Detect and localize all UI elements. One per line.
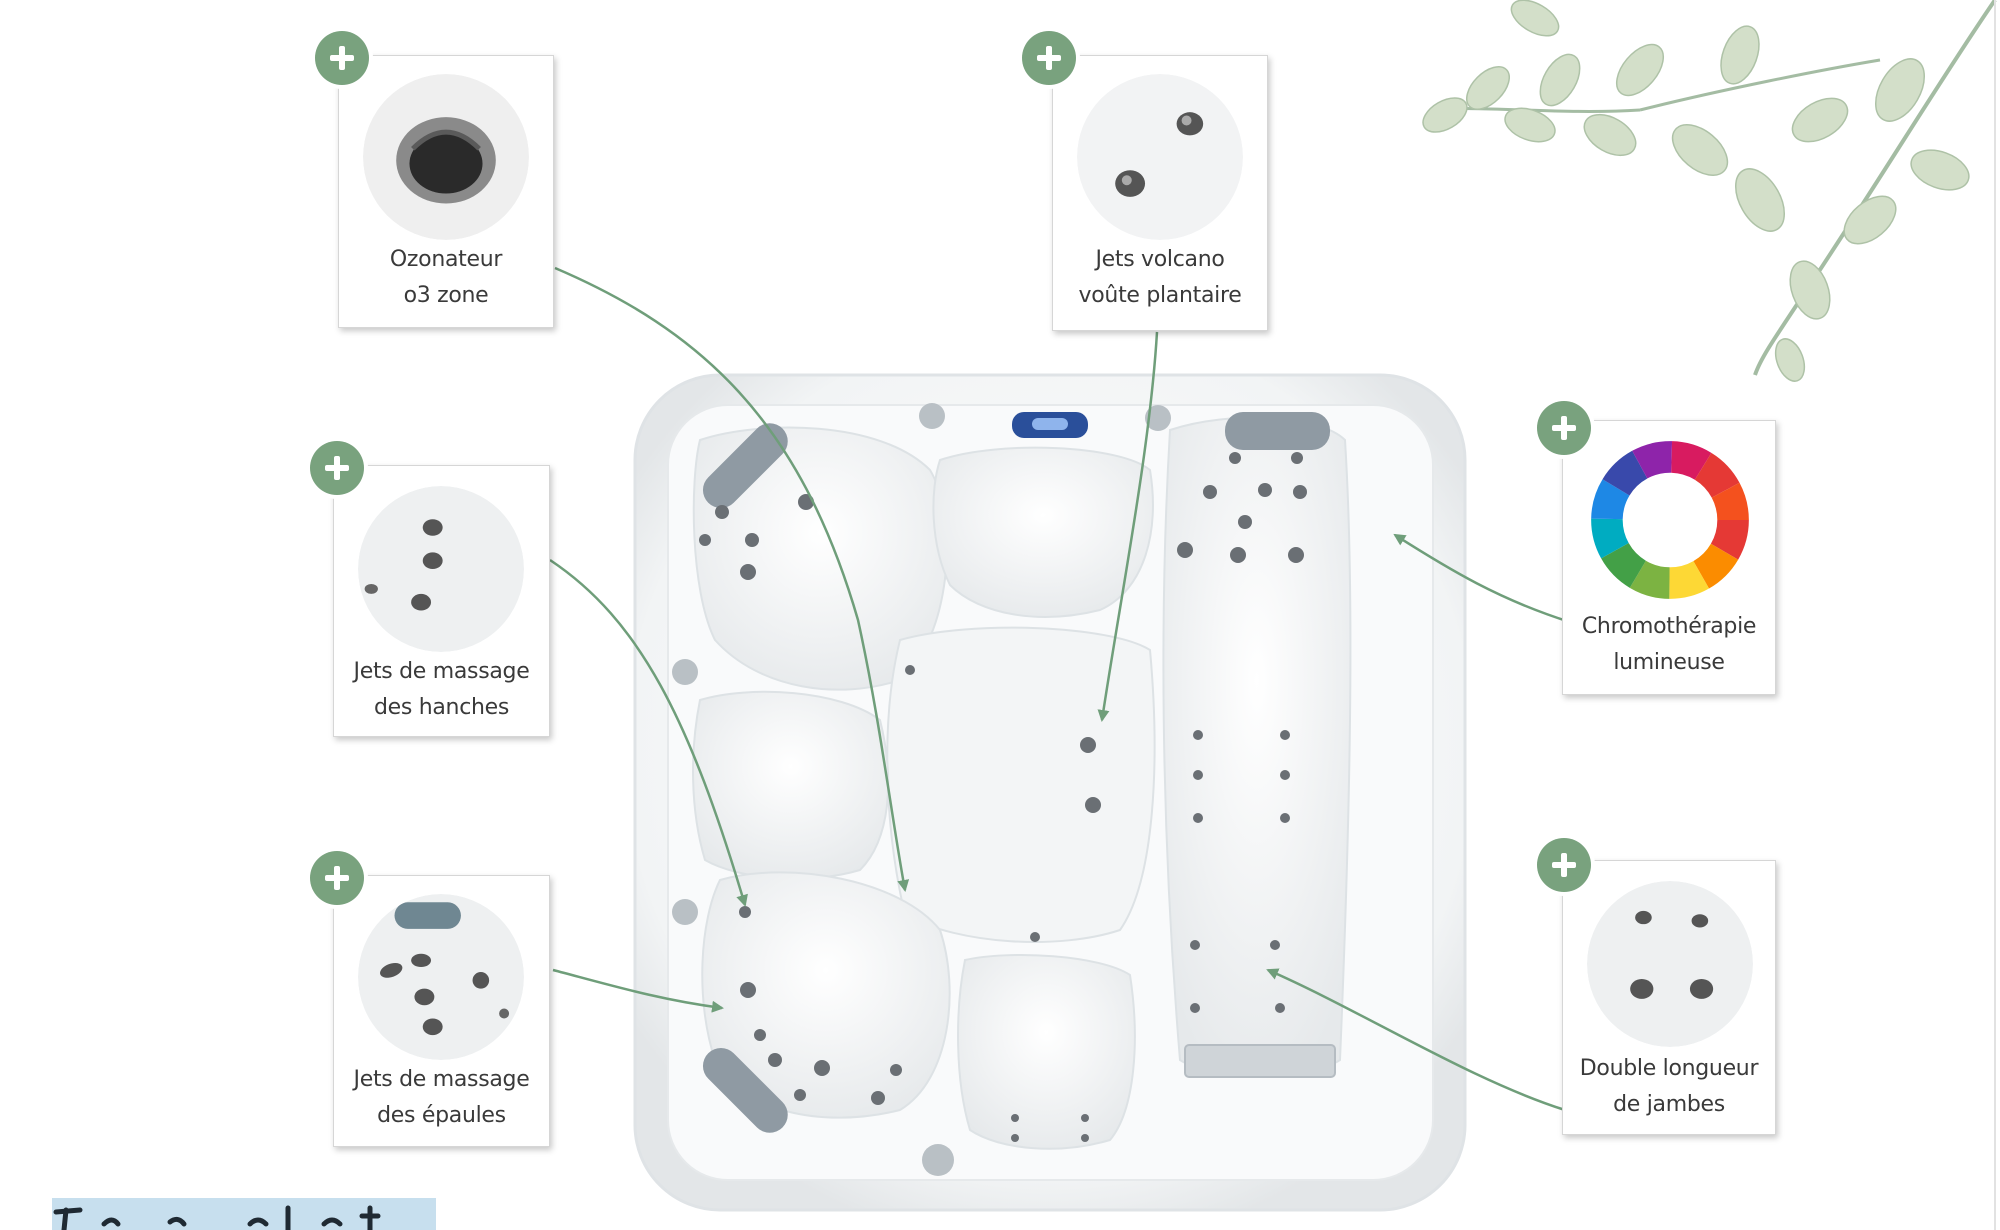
feature-caption-line-2: voûte plantaire [1078,283,1242,308]
expand-plus-button-chromotherapie[interactable] [1537,401,1591,455]
feature-card-double-longueur[interactable]: Double longueur de jambes [1562,860,1776,1135]
feature-caption-line-1: Ozonateur [389,247,503,272]
volcano-jets-icon [1077,74,1243,240]
feature-caption-line-1: Jets volcano [1095,247,1225,272]
leaf-branch-decoration [1422,0,1997,382]
feature-caption-line-1: Chromothérapie [1581,614,1757,639]
feature-caption-line-1: Double longueur [1579,1056,1759,1081]
feature-card-chromotherapie[interactable]: Chromothérapie lumineuse [1562,420,1776,695]
feature-caption: Jets de massage des épaules [334,1062,549,1134]
feature-caption-line-2: des épaules [377,1103,506,1128]
expand-plus-button-double-longueur[interactable] [1537,838,1591,892]
spa-tub [633,373,1467,1212]
feature-card-jets-volcano[interactable]: Jets volcano voûte plantaire [1052,55,1268,331]
feature-card-ozonateur[interactable]: Ozonateur o3 zone [338,55,554,328]
feature-caption: Double longueur de jambes [1563,1051,1775,1123]
leader-lines [549,266,1571,1112]
feature-caption-line-1: Jets de massage [353,659,530,684]
feature-card-jets-epaules[interactable]: Jets de massage des épaules [333,875,550,1147]
feature-caption-line-2: lumineuse [1613,650,1725,675]
feature-caption: Jets volcano voûte plantaire [1053,242,1267,314]
section-heading-cropped [53,1205,381,1230]
expand-plus-button-jets-volcano[interactable] [1022,31,1076,85]
expand-plus-button-jets-epaules[interactable] [310,851,364,905]
feature-caption: Ozonateur o3 zone [339,242,553,314]
feature-caption: Jets de massage des hanches [334,654,549,726]
hip-jets-icon [358,486,524,652]
leg-jets-icon [1587,881,1753,1047]
feature-caption-line-2: de jambes [1613,1092,1725,1117]
ozonator-nozzle-icon [363,74,529,240]
color-wheel-icon [1587,437,1753,603]
shoulder-jets-icon [358,894,524,1060]
feature-caption-line-2: des hanches [373,695,510,720]
feature-caption-line-2: o3 zone [403,283,489,308]
expand-plus-button-jets-hanches[interactable] [310,441,364,495]
expand-plus-button-ozonateur[interactable] [315,31,369,85]
feature-caption: Chromothérapie lumineuse [1563,609,1775,681]
feature-card-jets-hanches[interactable]: Jets de massage des hanches [333,465,550,737]
feature-caption-line-1: Jets de massage [353,1067,530,1092]
